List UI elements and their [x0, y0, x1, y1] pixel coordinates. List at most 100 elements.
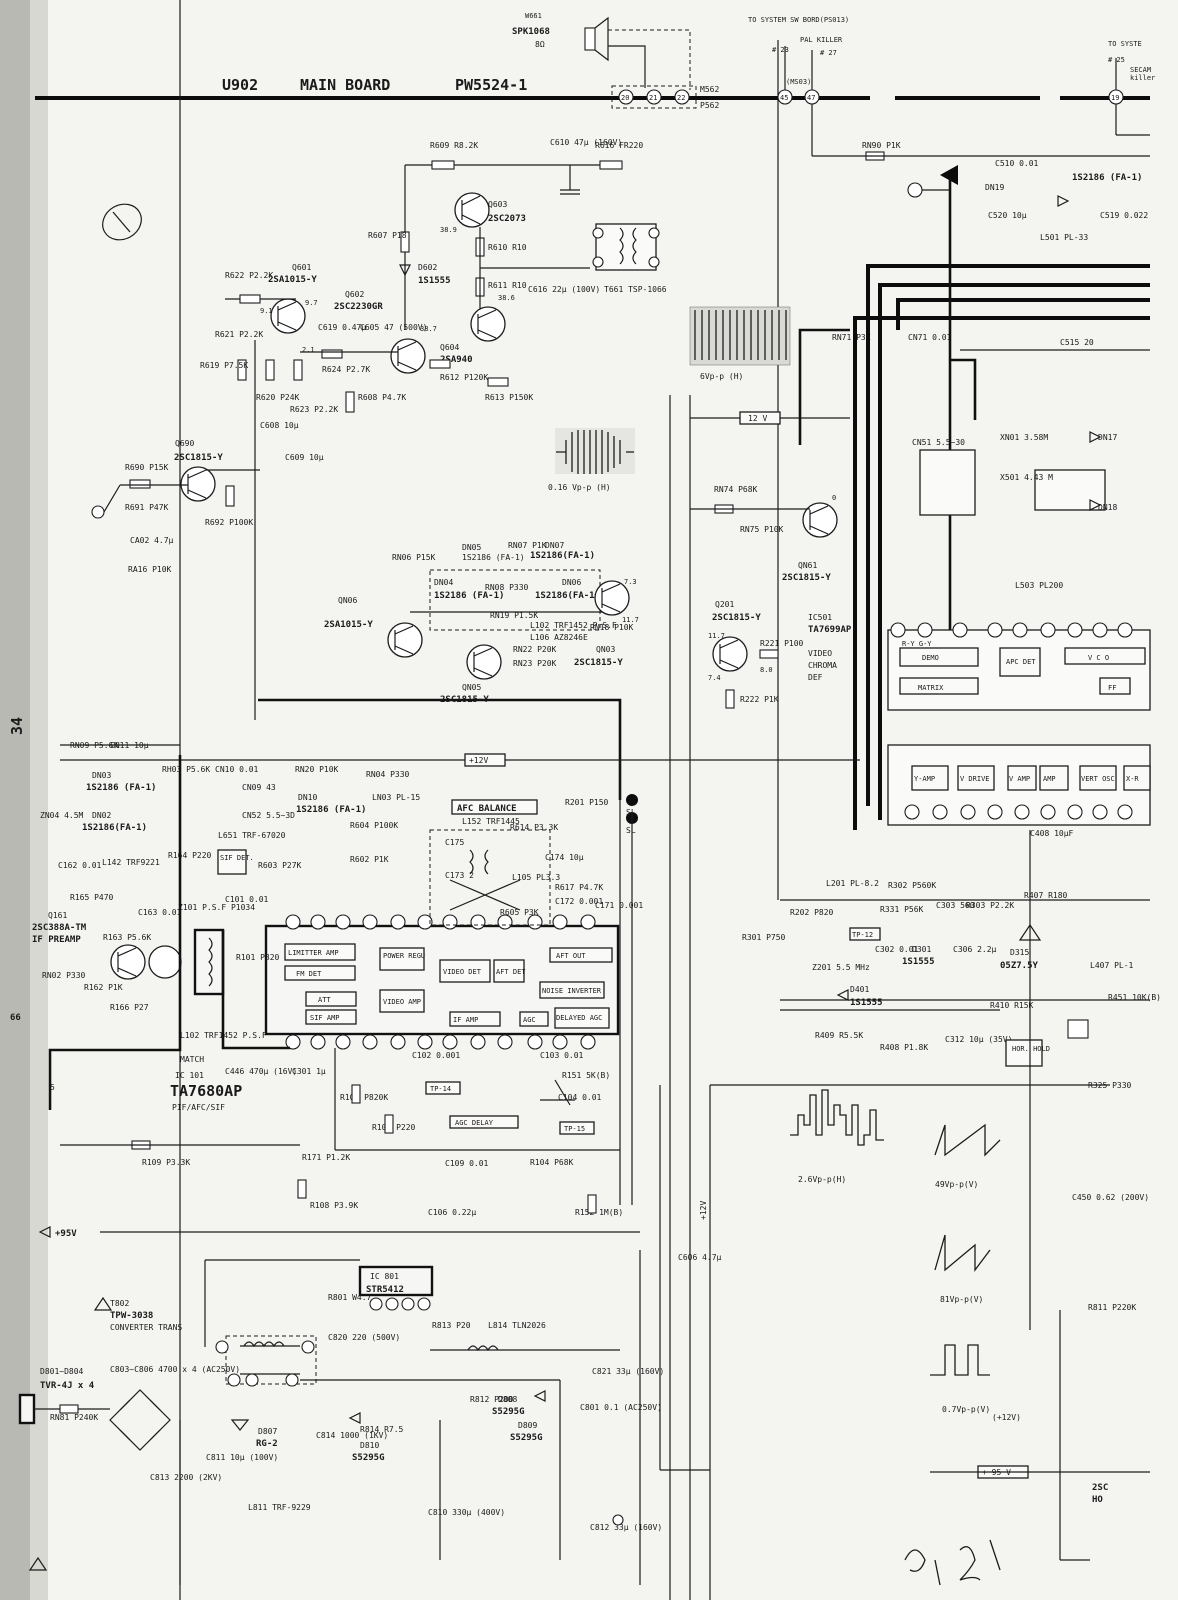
- voltage-reading: 9.7: [305, 299, 318, 307]
- heavy-wire-loop: [258, 698, 622, 800]
- pin-ref: # 27: [820, 49, 837, 57]
- p562-label: P562: [700, 101, 719, 110]
- resistor-r616: [599, 160, 623, 170]
- part-d301: 1S1555: [902, 957, 935, 967]
- label-l503: L503 PL200: [1015, 581, 1063, 590]
- waveform-label: 0.16 Vp-p (H): [548, 483, 611, 492]
- waveform-07vpp: 0.7Vp-p(V): [930, 1344, 990, 1414]
- transistor-q602: [390, 338, 426, 374]
- label-l651: L651 TRF-67020: [218, 831, 286, 840]
- label-d801: D801~D804: [40, 1367, 84, 1376]
- label-c608: C608 10μ: [260, 421, 299, 430]
- waveform-label: 81Vp-p(V): [940, 1295, 983, 1304]
- hor-hold-label: HOR. HOLD: [1012, 1045, 1050, 1053]
- label-r407: R409 R5.5K: [815, 1031, 863, 1040]
- resistor-r608: [345, 391, 355, 413]
- label-c162: C162 0.01: [58, 861, 102, 870]
- power-supply-section: IC 801 STR5412 R801 W4.7 R813 P20 L814 T…: [18, 1085, 722, 1600]
- ic101-block-label: SIF AMP: [310, 1014, 340, 1022]
- label-c174: C174 10μ: [545, 853, 584, 862]
- label-q690: Q690: [175, 439, 194, 448]
- afc-balance-label: AFC BALANCE: [457, 804, 517, 814]
- label-cn52: CN52 5.5~3D: [242, 811, 295, 820]
- label-r602: R602 P1K: [350, 855, 389, 864]
- chroma-filter-section: DN19 1S2186 (FA-1) DN17 DN18 C510 0.01 C…: [907, 159, 1148, 590]
- part-q690: 2SC1815-Y: [174, 453, 223, 463]
- part-q604: 2SA940: [440, 355, 473, 365]
- part-dn07: 1S2186(FA-1): [530, 551, 595, 561]
- label-r618: R108 P3.9K: [310, 1201, 358, 1210]
- resistor-r619: [237, 359, 247, 381]
- sheet-marker: [102, 203, 142, 241]
- part-q602: 2SC2230GR: [334, 302, 383, 312]
- label-converter: CONVERTER TRANS: [110, 1323, 182, 1332]
- ic101-block-label: LIMITTER AMP: [288, 949, 339, 957]
- waveform-label: 49Vp-p(V): [935, 1180, 978, 1189]
- label-r608: R608 P4.7K: [358, 393, 406, 402]
- label-r165: R165 P470: [70, 893, 114, 902]
- label-r107: R105 P220: [372, 1123, 416, 1132]
- voltage-reading: 2.1: [302, 346, 315, 354]
- match-label: MATCH: [180, 1055, 204, 1064]
- saw-filter-z101: [148, 945, 182, 979]
- label-c618: C301 1μ: [292, 1067, 326, 1076]
- label-cn71: CN71 0.01: [908, 333, 952, 342]
- ic501-block-vco: [1064, 647, 1146, 665]
- part-qn03: 2SC1815-Y: [574, 658, 623, 668]
- part-dn10: 1S2186 (FA-1): [296, 805, 366, 815]
- label-l407: L407 PL-1: [1090, 961, 1134, 970]
- ic101-block-label: AGC: [523, 1016, 536, 1024]
- label-c101: C101 0.01: [225, 895, 269, 904]
- label-c605: C605 47 (500V): [360, 323, 427, 332]
- part-dn03: 1S2186 (FA-1): [86, 783, 156, 793]
- label-c501: C520 10μ: [988, 211, 1027, 220]
- dn-discriminator-stage: DN05 1S2186 (FA-1) DN07 1S2186(FA-1) DN0…: [324, 541, 639, 705]
- label-d315: D315: [1010, 948, 1029, 957]
- conn-pin-22: [674, 89, 690, 105]
- label-c109: C109 0.01: [445, 1159, 489, 1168]
- label-c106: C106 0.22μ: [428, 1208, 476, 1217]
- ic501-block-vert-osc: [1079, 765, 1117, 791]
- voltage-reading: 38.6: [498, 294, 515, 302]
- ic501-block-label: AMP: [1043, 775, 1056, 783]
- waveform-49vpp: 49Vp-p(V): [934, 1123, 1001, 1189]
- hor-hold-box[interactable]: [1005, 1039, 1043, 1067]
- label-dn17: DN17: [1098, 433, 1117, 442]
- label-rn02: RN02 P330: [42, 971, 86, 980]
- label-l811: L811 TRF-9229: [248, 1503, 311, 1512]
- pin-label: 22: [677, 94, 685, 102]
- label-rn22: RN22 P20K: [513, 645, 557, 654]
- label-c619: C619 0.47μ: [318, 323, 366, 332]
- part-qn06: 2SA1015-Y: [324, 620, 373, 630]
- label-c302: C303 560: [936, 901, 975, 910]
- label-xn01: XN01 3.58M: [1000, 433, 1048, 442]
- label-r624: R624 P2.7K: [322, 365, 370, 374]
- part-dn04: 1S2186 (FA-1): [434, 591, 504, 601]
- label-c173: C173 2: [445, 871, 474, 880]
- ic501-block-label: FF: [1108, 684, 1116, 692]
- transistor-q690: [180, 466, 216, 502]
- label-r303: R407 R180: [1024, 891, 1068, 900]
- label-r202: R301 P750: [742, 933, 786, 942]
- resistor-r607: [400, 231, 410, 253]
- voltage-reading: 11.7: [622, 616, 639, 624]
- ic101-block-label: AFT DET: [496, 968, 526, 976]
- label-ca02: CA02 4.7μ: [130, 536, 174, 545]
- label-c306: C408 10μF: [1030, 829, 1074, 838]
- label-q201: Q201: [715, 600, 734, 609]
- label-ic101: IC 101: [175, 1071, 204, 1080]
- ic501-block-label: V AMP: [1009, 775, 1030, 783]
- label-r163: R163 P5.6K: [103, 933, 151, 942]
- pal-killer-label: PAL KILLER: [800, 36, 843, 44]
- waveform-6vpp: 6Vp-p (H): [689, 306, 791, 381]
- ic501-block-apc: [999, 647, 1041, 677]
- label-r692: R692 P100K: [205, 518, 253, 527]
- transistor-q601: [270, 298, 306, 334]
- transformer-t661: [595, 223, 657, 271]
- label-c616: C616 22μ (100V): [528, 285, 600, 294]
- part-d315: 05Z7.5Y: [1000, 961, 1039, 971]
- q690-stage: Q690 2SC1815-Y R690 P15K R691 P47K R692 …: [91, 439, 260, 574]
- resistor-r624: [321, 349, 343, 359]
- label-c520: CN51 5.5~30: [912, 438, 965, 447]
